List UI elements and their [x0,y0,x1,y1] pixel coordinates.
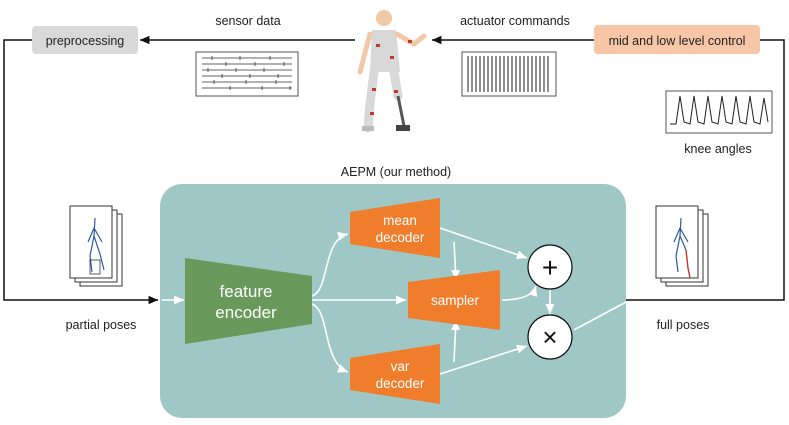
actuator-commands-label: actuator commands [460,14,570,28]
mean-decoder-block: mean decoder [350,198,440,258]
control-label: mid and low level control [609,34,746,48]
mean-decoder-label-line1: mean [383,213,417,228]
inner-flow-arrows [162,227,627,375]
method-panel [160,184,626,418]
plus-symbol: + [542,252,558,283]
var-decoder-label-line2: decoder [376,376,425,391]
partial-poses-thumbnail [69,205,123,287]
knee-angles-label: knee angles [684,142,751,156]
plus-node: + [527,244,573,290]
partial-poses-label: partial poses [66,318,137,332]
sampler-block: sampler [408,270,500,330]
feedback-loop-wires [3,35,785,305]
full-poses-label: full poses [657,318,710,332]
sensor-data-thumbnail [195,51,299,97]
knee-angles-thumbnail [665,90,773,134]
arrow-partial-poses-in [3,39,158,305]
actuator-commands-thumbnail [461,51,557,97]
times-symbol: × [542,322,557,352]
control-box: mid and low level control [594,25,760,54]
mean-decoder-label-line2: decoder [376,230,425,245]
method-title: AEPM (our method) [341,165,451,179]
feature-encoder-label-line1: feature [220,282,273,301]
sensor-data-label: sensor data [215,14,280,28]
var-decoder-label-line1: var [391,359,410,374]
var-decoder-block: var decoder [350,344,440,404]
full-poses-thumbnail [655,205,709,287]
person-with-prosthesis-icon [357,10,427,133]
sampler-label: sampler [431,293,480,308]
feature-encoder-label-line2: encoder [215,303,277,322]
arrow-full-poses-out [626,39,785,301]
preprocessing-label: preprocessing [46,34,125,48]
times-node: × [527,314,573,360]
preprocessing-box: preprocessing [32,26,138,54]
feature-encoder-block: feature encoder [185,258,312,344]
